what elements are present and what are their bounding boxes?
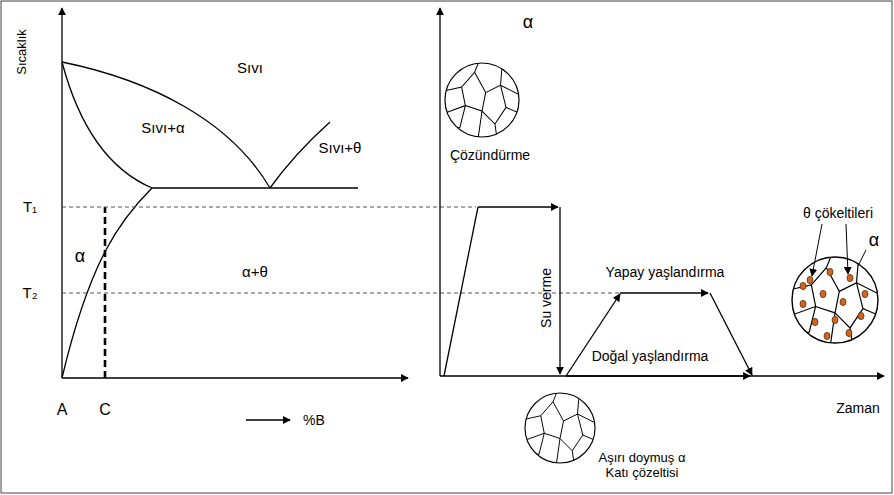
temperature-mark: T₂ xyxy=(23,284,38,301)
phase-label: α xyxy=(75,246,85,267)
temperature-mark: T₁ xyxy=(23,198,37,215)
drawing-part xyxy=(439,8,440,376)
callout-label: θ çökeltileri xyxy=(803,205,873,221)
drawing-part xyxy=(620,292,708,293)
callout-label: α xyxy=(869,230,879,251)
phase-label: Sıvı+θ xyxy=(319,139,362,156)
step-label: Çözündürme xyxy=(450,147,530,163)
step-label: Yapay yaşlandırma xyxy=(606,264,725,280)
drawing-part xyxy=(440,375,884,376)
drawing-part xyxy=(800,282,806,289)
axis-mark: C xyxy=(99,401,111,419)
aged-grains xyxy=(792,257,878,343)
drawing-part xyxy=(847,274,853,281)
drawing-part xyxy=(812,318,818,325)
phase-label: Sıvı+α xyxy=(141,119,184,136)
drawing-part xyxy=(62,62,152,188)
axis-title: Sıcaklık xyxy=(15,29,30,75)
axis-title: Zaman xyxy=(836,400,880,416)
drawing-part xyxy=(820,290,826,297)
drawing-part xyxy=(846,224,848,274)
drawing-part xyxy=(566,375,750,376)
heat-treatment-cycle xyxy=(440,8,884,376)
step-label: Su verme xyxy=(538,268,554,328)
drawing-part xyxy=(152,187,358,188)
theta-precipitates xyxy=(800,268,868,339)
drawing-part xyxy=(824,332,830,339)
phase-label: α xyxy=(523,12,533,33)
alpha-grains xyxy=(445,63,519,137)
microstructure-label: Aşırı doymuş α Katı çözeltisi xyxy=(586,451,698,481)
drawing-part xyxy=(812,224,822,276)
drawing-part xyxy=(800,300,806,307)
drawing-part xyxy=(62,293,620,294)
drawing-part xyxy=(832,316,838,323)
leader-line xyxy=(812,224,866,276)
phase-label: Sıvı xyxy=(237,59,263,76)
phase-label: α+θ xyxy=(242,263,268,280)
drawing-part xyxy=(444,207,478,376)
drawing-part xyxy=(62,207,476,208)
drawing-part xyxy=(559,207,560,374)
drawing-part xyxy=(246,419,290,420)
drawing-part xyxy=(62,62,270,188)
drawing-part xyxy=(862,290,868,297)
drawing-part xyxy=(840,298,846,305)
temperature-guide xyxy=(62,207,620,293)
drawing-part xyxy=(807,276,813,283)
drawing-part xyxy=(62,377,408,378)
drawing-part xyxy=(710,293,752,375)
drawing-part xyxy=(858,312,864,319)
drawing-part xyxy=(858,250,866,266)
supersaturated-grains xyxy=(525,393,595,463)
step-label: Doğal yaşlandırma xyxy=(592,348,709,364)
drawing-part xyxy=(62,188,152,378)
drawing-part xyxy=(846,329,852,336)
drawing-part xyxy=(827,268,833,275)
drawing-part xyxy=(478,206,558,207)
axis-mark: A xyxy=(57,401,68,419)
phase-diagram xyxy=(62,8,408,420)
axis-title: %B xyxy=(303,412,325,428)
